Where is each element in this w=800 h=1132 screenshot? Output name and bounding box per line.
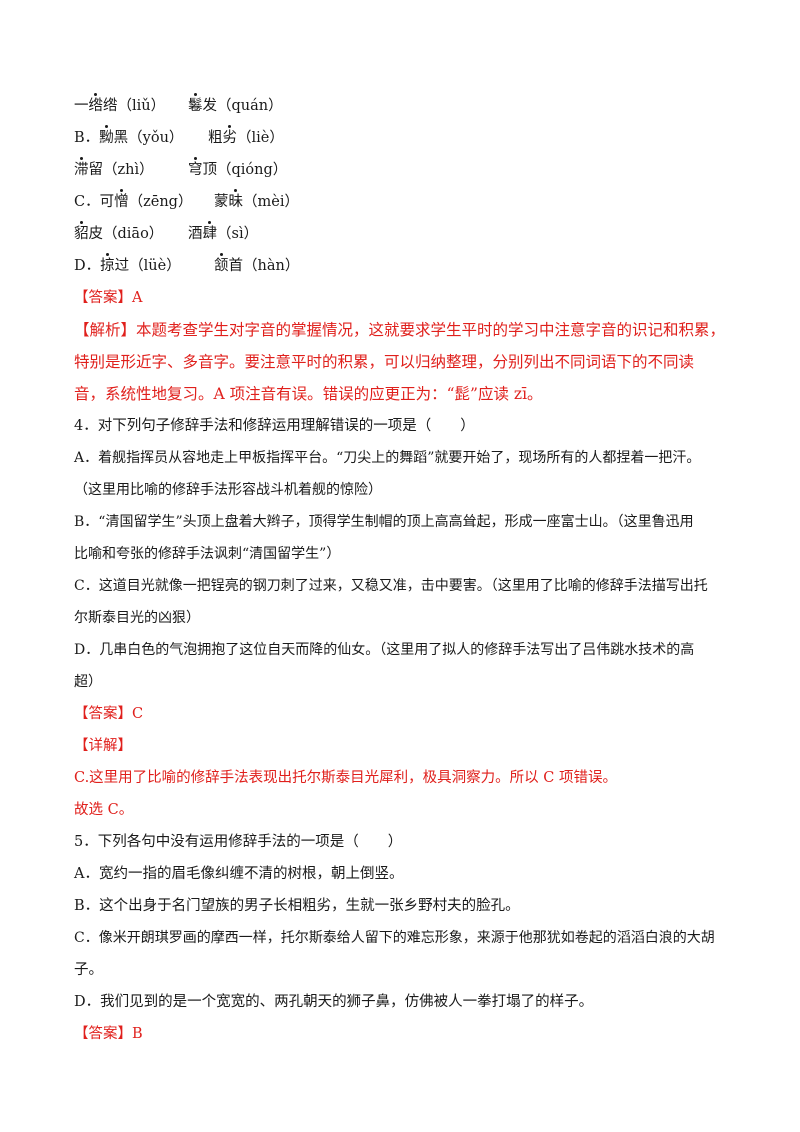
option-label: B． bbox=[74, 130, 100, 146]
dotted-char: 穹 bbox=[188, 157, 203, 178]
word-text: 可 bbox=[99, 194, 115, 210]
answer-line: 【答案】A bbox=[74, 288, 142, 308]
answer-line: 【答案】B bbox=[74, 1024, 143, 1044]
conclusion-text: 故选 C。 bbox=[74, 802, 134, 818]
dotted-char: 黝 bbox=[99, 125, 114, 146]
option-text: A．宽约一指的眉毛像纠缠不清的树根，朝上倒竖。 bbox=[74, 866, 404, 882]
dotted-char: 憎 bbox=[114, 189, 129, 210]
option-text: 尔斯泰目光的凶狠） bbox=[74, 610, 200, 626]
option-label: C． bbox=[74, 194, 100, 210]
answer-tag: 【答案】 bbox=[74, 1026, 132, 1042]
dotted-char: 貂 bbox=[74, 221, 89, 242]
answer-value: C bbox=[132, 706, 144, 722]
analysis-tag: 【解析】 bbox=[74, 321, 137, 339]
answer-line: 【答案】C bbox=[74, 704, 143, 724]
dotted-char: 颔 bbox=[214, 253, 229, 274]
dotted-char: 肆 bbox=[202, 221, 217, 242]
option-text: 子。 bbox=[74, 962, 103, 978]
option-row-b: B．黝黑（yǒu） 粗劣（liè） bbox=[74, 125, 284, 148]
option-text: D．几串白色的气泡拥抱了这位自天而降的仙女。（这里用了拟人的修辞手法写出了吕伟跳… bbox=[74, 642, 695, 658]
answer-tag: 【答案】 bbox=[74, 706, 132, 722]
analysis-text: 本题考查学生对字音的掌握情况，这就要求学生平时的学习中注意字音的识记和积累， bbox=[136, 321, 726, 339]
dotted-char: 鬈 bbox=[188, 93, 203, 114]
word-text: （sì） bbox=[217, 226, 259, 242]
question-stem: 4．对下列句子修辞手法和修辞运用理解错误的一项是（ ） bbox=[74, 418, 475, 434]
option-row-d: D．掠过（lüè） 颔首（hàn） bbox=[74, 253, 299, 276]
option-text: C．这道目光就像一把锃亮的钢刀刺了过来，又稳又准，击中要害。（这里用了比喻的修辞… bbox=[74, 578, 708, 594]
dotted-char: 劣 bbox=[222, 125, 237, 146]
word-text: 黑（yǒu） bbox=[113, 130, 184, 146]
dotted-char: 滞 bbox=[74, 157, 89, 178]
word-text: 发（quán） bbox=[202, 98, 283, 114]
answer-tag: 【答案】 bbox=[74, 290, 132, 306]
detail-tag: 【详解】 bbox=[74, 738, 132, 754]
word-text: 顶（qióng） bbox=[202, 162, 288, 178]
word-text: 首（hàn） bbox=[228, 258, 300, 274]
option-row: 滞留（zhì） 穹顶（qióng） bbox=[74, 157, 287, 180]
option-label: D． bbox=[74, 258, 101, 274]
word-text: 留（zhì） bbox=[88, 162, 154, 178]
word-text: （mèi） bbox=[243, 194, 299, 210]
option-text: C．像米开朗琪罗画的摩西一样，托尔斯泰给人留下的难忘形象，来源于他那犹如卷起的滔… bbox=[74, 930, 715, 946]
word-text: 过（lüè） bbox=[114, 258, 181, 274]
word-text: 一 bbox=[74, 98, 89, 114]
dotted-char: 绺 bbox=[88, 93, 103, 114]
analysis-line: 音，系统性地复习。A 项注音有误。错误的应更正为：“髭”应读 zī。 bbox=[74, 385, 543, 403]
question-stem: 5．下列各句中没有运用修辞手法的一项是（ ） bbox=[74, 834, 403, 850]
option-row: 貂皮（diāo） 酒肆（sì） bbox=[74, 221, 258, 244]
word-text: 粗 bbox=[208, 130, 223, 146]
word-text: 绺（liǔ） bbox=[103, 98, 166, 114]
option-text: B．“清国留学生”头顶上盘着大辫子，顶得学生制帽的顶上高高耸起，形成一座富士山。… bbox=[74, 514, 694, 530]
word-text: 酒 bbox=[188, 226, 203, 242]
option-text: D．我们见到的是一个宽宽的、两孔朝天的狮子鼻，仿佛被人一拳打塌了的样子。 bbox=[74, 994, 594, 1010]
answer-value: B bbox=[132, 1026, 143, 1042]
word-text: （liè） bbox=[237, 130, 284, 146]
option-text: （这里用比喻的修辞手法形容战斗机着舰的惊险） bbox=[74, 482, 382, 498]
analysis-line: 【解析】本题考查学生对字音的掌握情况，这就要求学生平时的学习中注意字音的识记和积… bbox=[74, 320, 725, 340]
word-text: 皮（diāo） bbox=[88, 226, 164, 242]
option-text: A．着舰指挥员从容地走上甲板指挥平台。“刀尖上的舞蹈”就要开始了，现场所有的人都… bbox=[74, 450, 701, 466]
detail-text: C.这里用了比喻的修辞手法表现出托尔斯泰目光犀利，极具洞察力。所以 C 项错误。 bbox=[74, 770, 617, 786]
option-row-c: C．可憎（zēng） 蒙昧（mèi） bbox=[74, 189, 299, 212]
answer-value: A bbox=[132, 290, 143, 306]
analysis-line: 特别是形近字、多音字。要注意平时的积累，可以归纳整理，分别列出不同词语下的不同读 bbox=[74, 353, 695, 371]
word-text: （zēng） bbox=[128, 194, 193, 210]
dotted-char: 掠 bbox=[100, 253, 115, 274]
option-row: 一绺绺（liǔ） 鬈发（quán） bbox=[74, 93, 283, 116]
option-text: 超） bbox=[74, 674, 102, 690]
dotted-char: 昧 bbox=[228, 189, 243, 210]
option-text: 比喻和夸张的修辞手法讽刺“清国留学生”） bbox=[74, 546, 341, 562]
word-text: 蒙 bbox=[214, 194, 229, 210]
option-text: B．这个出身于名门望族的男子长相粗劣，生就一张乡野村夫的脸孔。 bbox=[74, 898, 520, 914]
